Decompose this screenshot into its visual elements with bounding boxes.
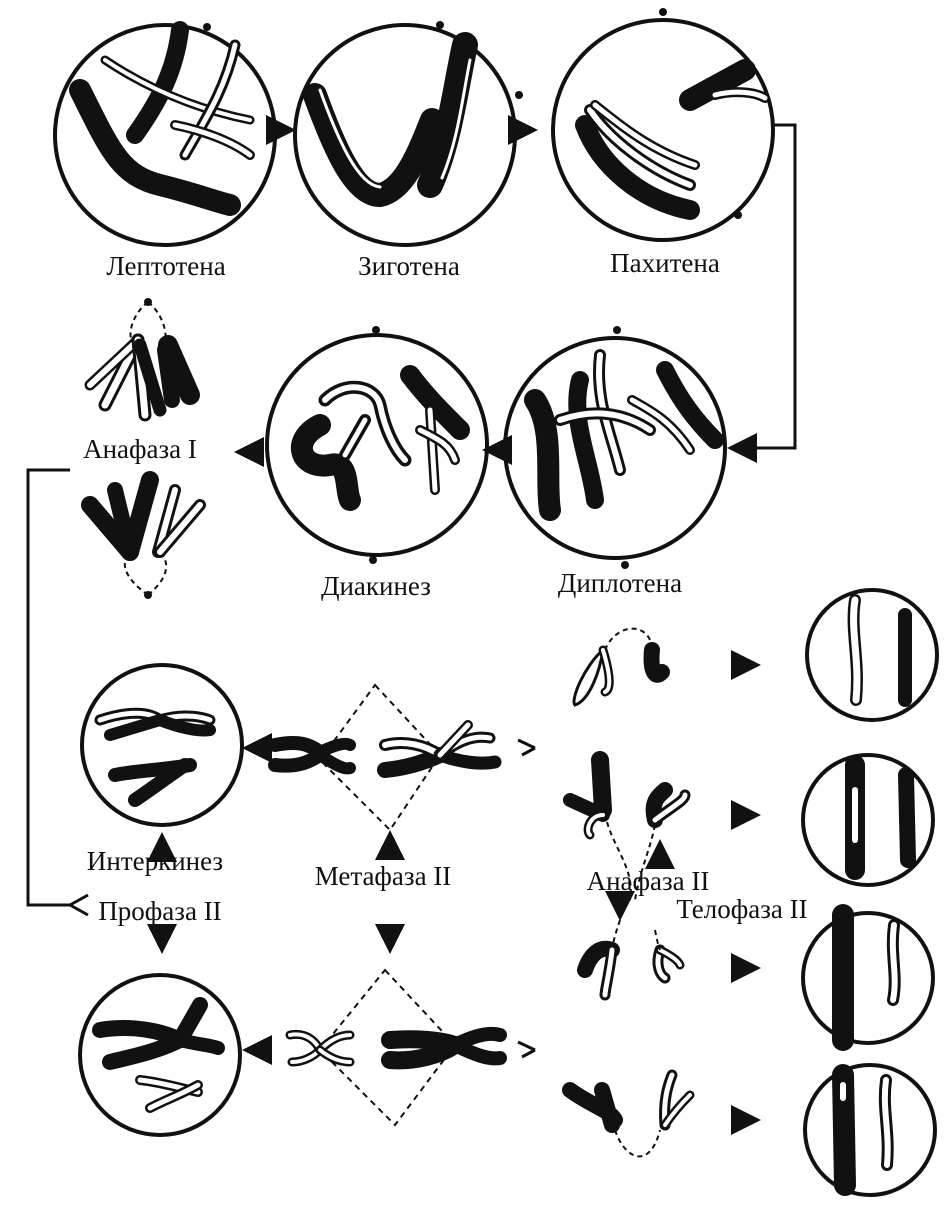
leptotene-cell (53, 21, 277, 247)
prophase2-cell (78, 973, 242, 1137)
label-anaphase1: Анафаза I (83, 434, 197, 464)
label-metaphase2: Метафаза II (315, 861, 452, 891)
connector-anaphase1-prophase2 (26, 468, 70, 907)
label-diplotene: Диплотена (558, 568, 682, 598)
telophase2-cell-1 (805, 588, 939, 722)
connector-pachy-diplo (727, 123, 797, 463)
interkinesis-cell (80, 663, 244, 827)
label-telophase2: Телофаза II (676, 894, 807, 924)
arrow-anaphase2-meta2-upper (517, 738, 536, 757)
anaphase2-pair-1 (572, 627, 670, 707)
diakinesis-cell (265, 326, 489, 564)
pachytene-cell (551, 8, 775, 242)
anaphase1-upper (84, 298, 200, 422)
metaphase2-lower (285, 968, 507, 1127)
anaphase1-lower (81, 471, 206, 599)
label-interkinesis: Интеркинез (87, 846, 223, 876)
metaphase2-upper (268, 683, 502, 832)
anaphase2-pair-3 (577, 919, 685, 1001)
label-anaphase2: Анафаза II (587, 866, 710, 896)
label-prophase2: Профаза II (98, 896, 221, 926)
anaphase2-pair-4 (562, 1069, 695, 1158)
label-diakinesis: Диакинез (321, 571, 431, 601)
telophase2-cell-2 (801, 753, 935, 887)
telophase2-cell-4 (803, 1063, 937, 1197)
diplotene-cell (503, 326, 727, 569)
label-pachytene: Пахитена (610, 248, 720, 278)
telophase2-cell-3 (801, 904, 935, 1051)
label-zygotene: Зиготена (358, 251, 460, 281)
zygotene-cell (293, 21, 523, 247)
label-leptotene: Лептотена (106, 251, 225, 281)
arrow-anaphase2-meta2-lower (517, 1040, 536, 1059)
